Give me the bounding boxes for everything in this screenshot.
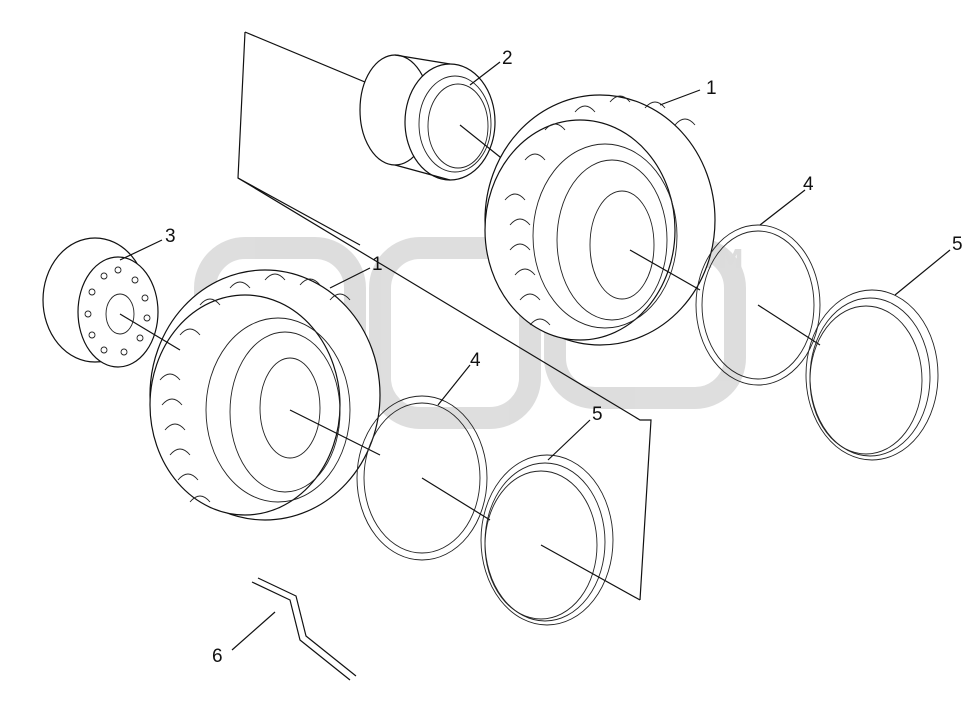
callout-lock-ring-upper: 4 (803, 174, 814, 195)
callout-side-ring-upper: 5 (952, 234, 963, 255)
callout-hub: 2 (502, 48, 513, 69)
side-ring-upper (805, 289, 939, 461)
tread-pattern-lower (159, 273, 351, 503)
tire-lower (149, 269, 381, 521)
callout-wheel-disc: 3 (165, 226, 176, 247)
leader-lines (119, 61, 951, 651)
callout-side-ring-lower: 5 (592, 404, 603, 425)
callout-lock-ring-lower: 4 (470, 350, 481, 371)
wheel-disc-part (42, 237, 181, 368)
callouts: 1 1 2 3 4 4 5 5 6 (165, 48, 963, 667)
lock-ring-lower (356, 395, 491, 561)
tread-pattern (504, 95, 696, 326)
side-ring-lower (480, 454, 641, 626)
callout-tire-lower: 1 (372, 254, 383, 275)
lock-ring-upper (695, 224, 821, 386)
bolt-holes (84, 266, 151, 356)
hub-spacer-part (359, 54, 511, 181)
tire-tool-part (251, 577, 357, 681)
callout-tool: 6 (212, 646, 223, 667)
callout-tire-upper: 1 (706, 78, 717, 99)
tire-upper (484, 94, 716, 346)
